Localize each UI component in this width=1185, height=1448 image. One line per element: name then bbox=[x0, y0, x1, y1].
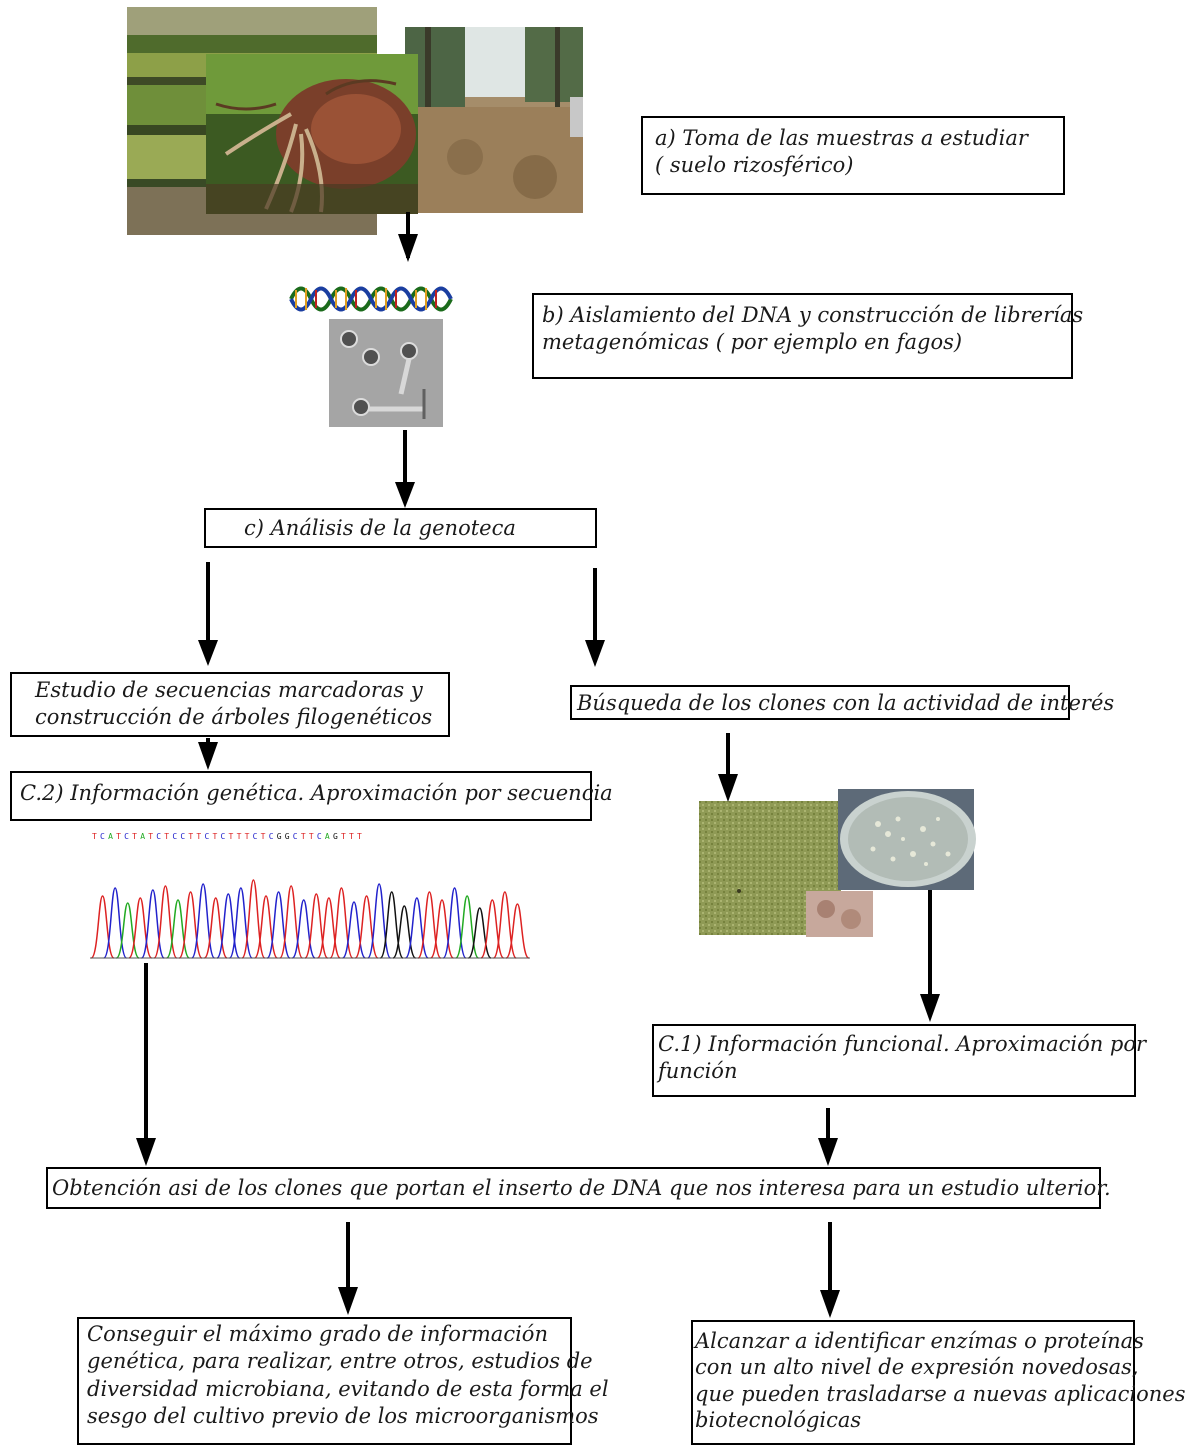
base-letter: T bbox=[212, 832, 221, 841]
chromatogram-peak bbox=[341, 901, 367, 959]
dna-helix-icon bbox=[289, 278, 456, 320]
step-c1-box: C.1) Información funcional. Aproximación… bbox=[652, 1024, 1147, 1097]
base-letter: C bbox=[180, 832, 189, 841]
step-b-box: b) Aislamiento del DNA y construcción de… bbox=[532, 293, 1084, 379]
base-letter: T bbox=[236, 832, 245, 841]
chromatogram-peak bbox=[354, 895, 379, 959]
petri-dish-colonies bbox=[838, 789, 976, 890]
chromatogram-peak bbox=[505, 903, 530, 959]
base-letter: T bbox=[300, 832, 309, 841]
chromatogram-peak bbox=[429, 899, 455, 959]
alcanzar-line-4: biotecnológicas bbox=[695, 1407, 862, 1432]
chromatogram-peak bbox=[203, 897, 228, 959]
base-letter: C bbox=[292, 832, 301, 841]
base-letter: C bbox=[316, 832, 325, 841]
chromatogram-peak bbox=[266, 891, 291, 959]
base-letter: A bbox=[140, 832, 149, 841]
conseguir-line-3: diversidad microbiana, evitando de esta … bbox=[87, 1376, 609, 1401]
step-a-box: a) Toma de las muestras a estudiar ( sue… bbox=[641, 116, 1065, 195]
base-letter: T bbox=[188, 832, 197, 841]
chromatogram-peak bbox=[90, 895, 115, 959]
alcanzar-line-1: Alcanzar a identificar enzímas o proteín… bbox=[695, 1329, 1144, 1353]
step-c1-line-2: función bbox=[658, 1059, 738, 1084]
base-letter: T bbox=[92, 832, 101, 841]
base-letter: T bbox=[340, 832, 349, 841]
base-letter: T bbox=[228, 832, 237, 841]
step-b-line-2: metagenómicas ( por ejemplo en fagos) bbox=[542, 330, 963, 355]
base-letter: C bbox=[204, 832, 213, 841]
base-sequence: TCATCTATCTCCTTCTCTTTCTCGGCTTCAGTTT bbox=[92, 832, 365, 841]
step-a-line-2: ( suelo rizosférico) bbox=[655, 153, 854, 178]
chromatogram-peak bbox=[228, 887, 253, 959]
chromatogram-peak bbox=[115, 902, 140, 959]
chromatogram-peak bbox=[178, 891, 203, 959]
base-letter: T bbox=[116, 832, 125, 841]
base-letter: T bbox=[196, 832, 205, 841]
chromatogram-peak bbox=[392, 905, 417, 959]
chromatogram-peak bbox=[404, 897, 429, 959]
base-letter: C bbox=[252, 832, 261, 841]
base-letter: T bbox=[132, 832, 141, 841]
phage-micrograph bbox=[329, 319, 443, 427]
chromatogram-peak bbox=[128, 897, 153, 959]
obtencion-box: Obtención asi de los clones que portan e… bbox=[46, 1167, 1111, 1209]
conseguir-box: Conseguir el máximo grado de información… bbox=[77, 1317, 609, 1445]
obtencion-line-1: Obtención asi de los clones que portan e… bbox=[52, 1176, 1111, 1200]
base-letter: A bbox=[108, 832, 117, 841]
alcanzar-box: Alcanzar a identificar enzímas o proteín… bbox=[691, 1320, 1185, 1445]
chromatogram-peak bbox=[316, 897, 341, 959]
base-letter: G bbox=[284, 832, 293, 841]
step-c2-box: C.2) Información genética. Aproximación … bbox=[10, 771, 613, 821]
base-letter: T bbox=[308, 832, 317, 841]
base-letter: C bbox=[172, 832, 181, 841]
chromatogram-peak bbox=[140, 889, 165, 959]
chromatogram-peak bbox=[291, 899, 316, 959]
alcanzar-line-3: que pueden trasladarse a nuevas aplicaci… bbox=[695, 1381, 1185, 1406]
base-letter: T bbox=[148, 832, 157, 841]
step-c-box: c) Análisis de la genoteca bbox=[204, 508, 597, 548]
step-c-line-1: c) Análisis de la genoteca bbox=[244, 516, 516, 540]
chromatogram-peak bbox=[467, 907, 492, 959]
base-letter: C bbox=[100, 832, 109, 841]
estudio-line-2: construcción de árboles filogenéticos bbox=[35, 705, 433, 730]
base-letter: T bbox=[357, 832, 366, 841]
base-letter: T bbox=[244, 832, 253, 841]
conseguir-line-2: genética, para realizar, entre otros, es… bbox=[87, 1349, 593, 1374]
brown-colony-closeup bbox=[806, 891, 873, 937]
chromatogram-peak bbox=[253, 895, 279, 959]
step-b-line-1: b) Aislamiento del DNA y construcción de… bbox=[542, 303, 1084, 327]
base-letter: C bbox=[220, 832, 229, 841]
base-letter: T bbox=[260, 832, 269, 841]
base-letter: C bbox=[124, 832, 133, 841]
base-letter: G bbox=[276, 832, 285, 841]
step-c1-line-1: C.1) Información funcional. Aproximación… bbox=[658, 1032, 1147, 1056]
base-letter: G bbox=[332, 832, 341, 841]
base-letter: A bbox=[324, 832, 333, 841]
chromatogram-peak bbox=[165, 899, 191, 959]
estudio-line-1: Estudio de secuencias marcadoras y bbox=[35, 678, 423, 702]
busqueda-line-1: Búsqueda de los clones con la actividad … bbox=[577, 691, 1115, 715]
photo-tree-roots bbox=[206, 54, 418, 214]
step-c2-line-1: C.2) Información genética. Aproximación … bbox=[20, 781, 613, 805]
base-letter: T bbox=[164, 832, 173, 841]
chromatogram-peak bbox=[480, 899, 505, 959]
busqueda-box: Búsqueda de los clones con la actividad … bbox=[570, 685, 1115, 720]
flow-arrows bbox=[136, 212, 940, 1318]
base-letter: C bbox=[268, 832, 277, 841]
photo-forest-soil bbox=[405, 27, 583, 213]
sequencing-chromatogram bbox=[90, 876, 530, 960]
base-letter: C bbox=[156, 832, 165, 841]
conseguir-line-4: sesgo del cultivo previo de los microorg… bbox=[87, 1403, 599, 1428]
base-letter: T bbox=[349, 832, 358, 841]
estudio-box: Estudio de secuencias marcadoras y const… bbox=[10, 672, 450, 737]
conseguir-line-1: Conseguir el máximo grado de información bbox=[87, 1322, 548, 1346]
step-a-line-1: a) Toma de las muestras a estudiar bbox=[655, 126, 1028, 150]
chromatogram-peak bbox=[216, 893, 241, 959]
alcanzar-line-2: con un alto nivel de expresión novedosas… bbox=[695, 1355, 1139, 1380]
